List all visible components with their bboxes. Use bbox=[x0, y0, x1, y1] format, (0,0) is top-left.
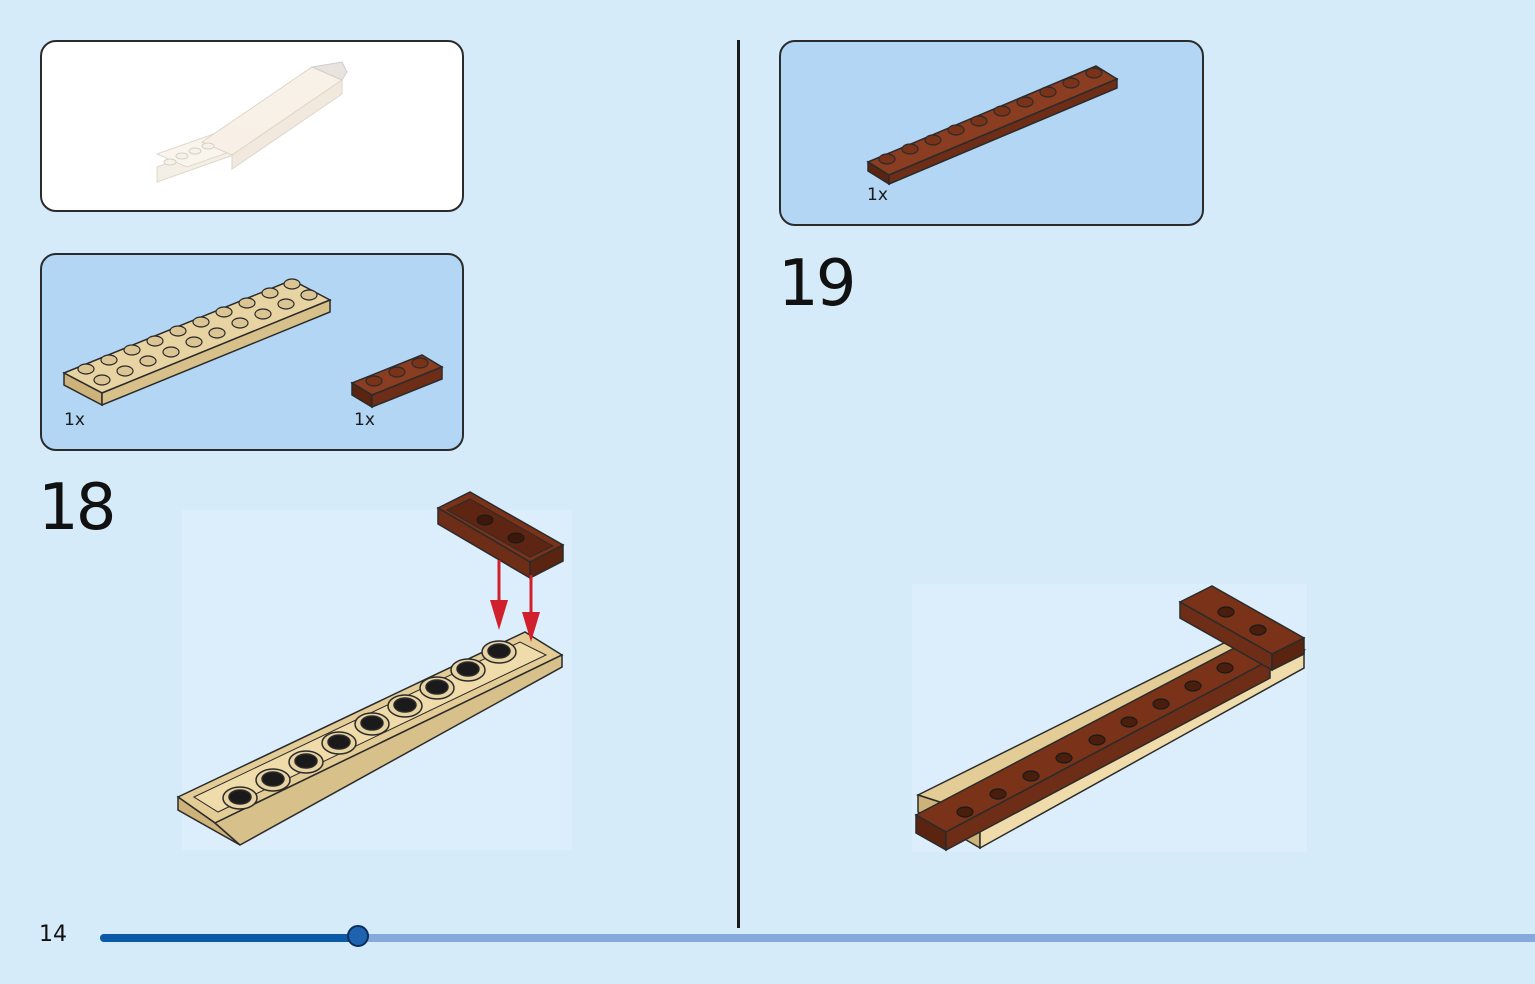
brown-plate-1x10-icon bbox=[866, 65, 1119, 186]
step-18-parts-panel: 1x 1x bbox=[40, 253, 464, 451]
tan-plate-2x8-icon bbox=[62, 278, 332, 407]
page-number: 14 bbox=[39, 922, 67, 947]
step-number-19: 19 bbox=[778, 247, 856, 321]
step-19-parts-panel: 1x bbox=[779, 40, 1204, 226]
progress-bar-fill bbox=[100, 934, 358, 942]
progress-bar-marker bbox=[347, 925, 369, 947]
part-qty-brown-long-plate: 1x bbox=[867, 185, 888, 205]
part-qty-tan-plate: 1x bbox=[64, 410, 85, 430]
part-qty-brown-plate: 1x bbox=[354, 410, 375, 430]
progress-bar-track bbox=[100, 934, 1535, 942]
column-divider bbox=[737, 40, 740, 928]
previous-assembly-panel bbox=[40, 40, 464, 212]
previous-assembly-illustration bbox=[155, 61, 348, 183]
brown-plate-1x3-icon bbox=[350, 354, 444, 409]
step-number-18: 18 bbox=[38, 471, 116, 545]
